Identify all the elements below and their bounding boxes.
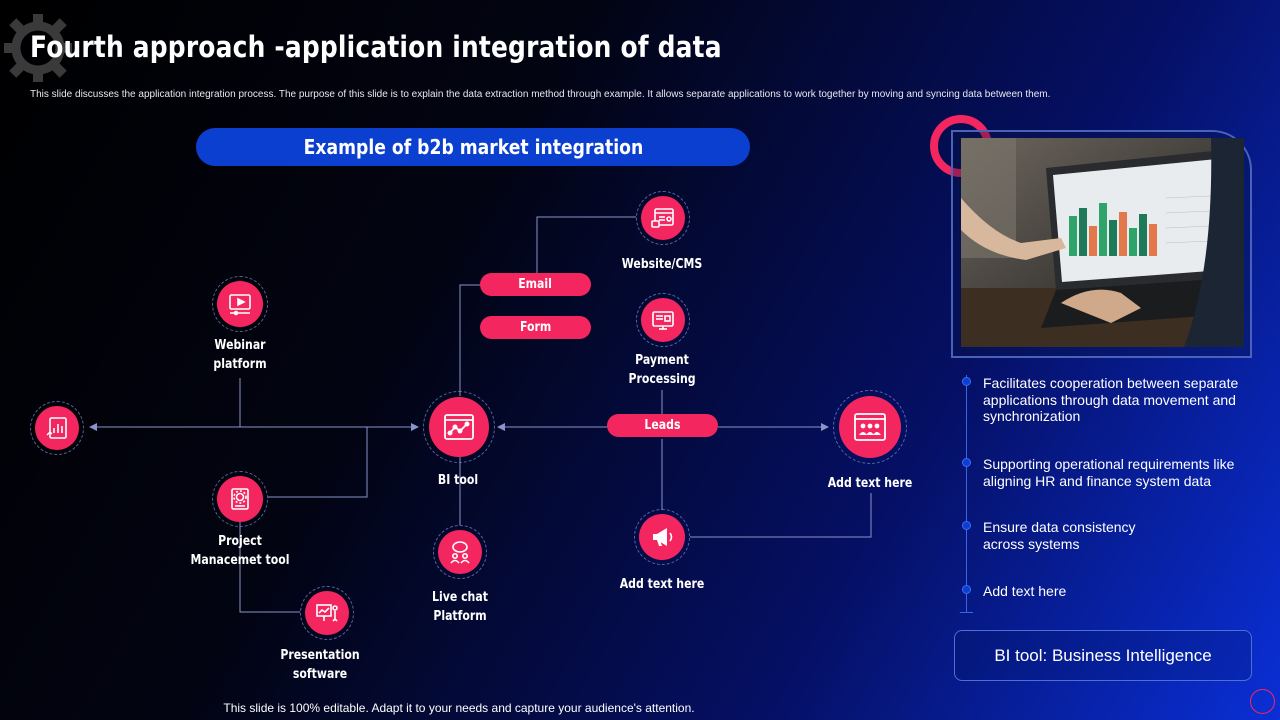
live-chat-node: [433, 525, 487, 579]
payment-node: [636, 293, 690, 347]
page-subtitle: This slide discusses the application int…: [30, 89, 1051, 100]
footer-note: This slide is 100% editable. Adapt it to…: [223, 701, 695, 715]
marketing-node: [634, 509, 690, 565]
definition-text: BI tool: Business Intelligence: [994, 645, 1212, 665]
bullet-dot: [962, 458, 971, 467]
web-page-icon: [651, 208, 674, 228]
team-node: [833, 390, 907, 464]
live-chat-label: Live chat Platform: [432, 590, 488, 624]
website-label: Website/CMS: [621, 257, 703, 272]
team-label: Add text here: [827, 476, 913, 491]
form-pill: Form: [480, 316, 591, 339]
leads-pill: Leads: [607, 414, 718, 437]
project-label: Project Manacemet tool: [190, 534, 290, 568]
email-pill: Email: [480, 273, 591, 296]
report-node: [30, 401, 84, 455]
connector-website: [536, 216, 636, 274]
webinar-label: Webinar platform: [213, 338, 267, 372]
laptop-analytics-photo: [961, 138, 1244, 347]
presentation-label: Presentation software: [280, 648, 360, 682]
website-node: [636, 191, 690, 245]
bullet-item: Facilitates cooperation between separate…: [983, 375, 1239, 424]
webinar-node: [212, 276, 268, 332]
connector-marketing-team: [690, 493, 872, 538]
diagram-banner-label: Example of b2b market integration: [303, 135, 643, 159]
marketing-label: Add text here: [619, 577, 705, 592]
bullets-timeline-end: [960, 612, 973, 613]
chat-users-icon: [450, 541, 470, 564]
project-node: [212, 471, 268, 527]
definition-box: BI tool: Business Intelligence: [954, 630, 1252, 681]
bi-tool-node: [423, 391, 495, 463]
payment-label: Payment Processing: [628, 353, 696, 387]
connector-project: [268, 427, 368, 498]
bullet-dot: [962, 521, 971, 530]
bullet-item: Ensure data consistency across systems: [983, 519, 1136, 552]
bullet-item: Supporting operational requirements like…: [983, 456, 1235, 489]
group-browser-icon: [854, 413, 886, 441]
bullets-timeline: [966, 375, 967, 613]
presenter-board-icon: [316, 604, 338, 622]
bullet-item: Add text here: [983, 583, 1067, 599]
connector-email: [459, 284, 482, 396]
bi-tool-label: BI tool: [437, 473, 479, 488]
gear-clipboard-icon: [231, 488, 249, 510]
bullet-dot: [962, 377, 971, 386]
diagram-banner: Example of b2b market integration: [196, 128, 750, 166]
page-title: Fourth approach -application integration…: [30, 30, 722, 64]
megaphone-icon: [653, 528, 673, 546]
gear-decoration-icon: [4, 14, 72, 82]
line-chart-browser-icon: [444, 414, 474, 440]
report-chart-icon: [46, 417, 67, 439]
connector-presentation: [239, 520, 300, 613]
bullet-dot: [962, 585, 971, 594]
video-play-icon: [229, 294, 251, 316]
presentation-node: [300, 586, 354, 640]
corner-circle-decoration: [1250, 689, 1275, 714]
payment-screen-icon: [652, 311, 674, 330]
